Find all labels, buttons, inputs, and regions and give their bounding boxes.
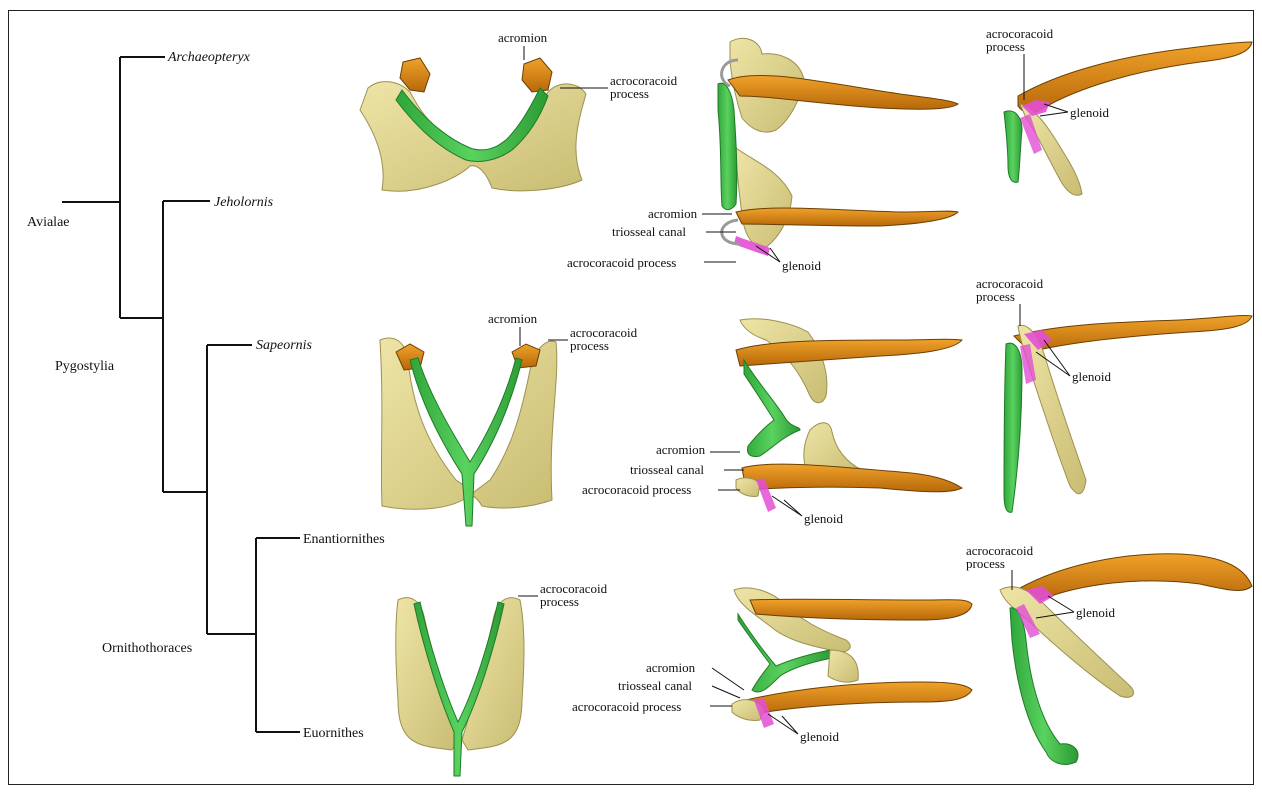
- figure-frame: [8, 10, 1254, 785]
